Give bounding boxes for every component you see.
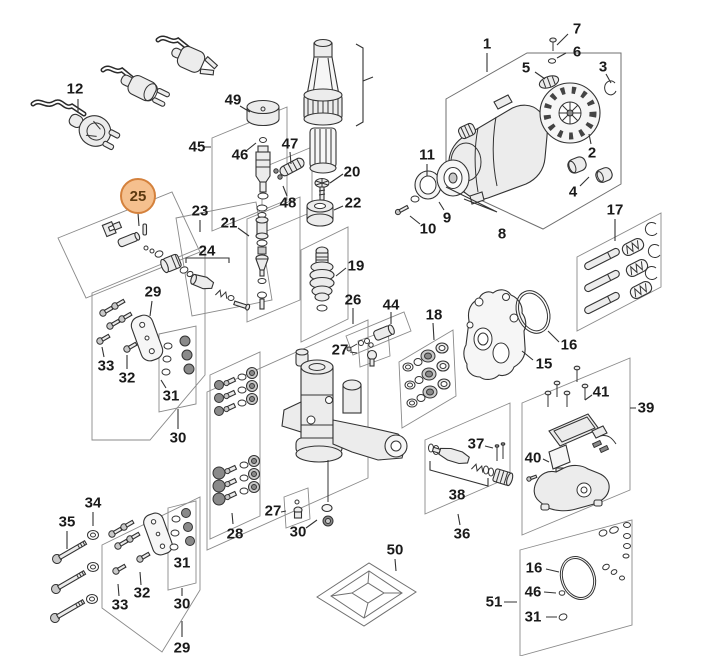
part-label-48[interactable]: 48 [279, 194, 297, 212]
plug-30-bottom [321, 503, 334, 527]
part-label-46b[interactable]: 46 [524, 583, 542, 601]
part-label-51[interactable]: 51 [485, 593, 503, 611]
part-label-30b[interactable]: 30 [173, 595, 191, 613]
part-label-27a[interactable]: 27 [331, 341, 349, 359]
part-label-31a[interactable]: 31 [162, 387, 180, 405]
part-label-3[interactable]: 3 [598, 58, 608, 76]
part-label-15[interactable]: 15 [535, 355, 553, 373]
part-label-18[interactable]: 18 [425, 306, 443, 324]
clip-3 [604, 80, 617, 96]
part-label-37[interactable]: 37 [467, 435, 485, 453]
part-label-4[interactable]: 4 [568, 183, 578, 201]
part-label-32a[interactable]: 32 [118, 369, 136, 387]
part-label-41[interactable]: 41 [592, 383, 610, 401]
part-label-30a[interactable]: 30 [169, 429, 187, 447]
membrane-50 [316, 562, 417, 627]
part-label-25-selected[interactable]: 25 [120, 178, 156, 214]
screw-20 [314, 177, 330, 201]
part-label-7[interactable]: 7 [572, 20, 582, 38]
o-ring-16 [515, 290, 551, 334]
part-label-19[interactable]: 19 [347, 257, 365, 275]
part-label-17[interactable]: 17 [606, 201, 624, 219]
part-label-21[interactable]: 21 [220, 214, 238, 232]
part-label-32b[interactable]: 32 [133, 584, 151, 602]
part-label-45[interactable]: 45 [188, 138, 206, 156]
part-label-46a[interactable]: 46 [231, 146, 249, 164]
part-label-24[interactable]: 24 [198, 242, 216, 260]
part-label-20[interactable]: 20 [343, 163, 361, 181]
piston-kit-36 [428, 442, 514, 487]
kit-44 [346, 324, 395, 352]
plug-flat-pin-icon [171, 45, 219, 76]
plate-kit-29-upper [96, 298, 195, 376]
part-label-29b[interactable]: 29 [173, 639, 191, 656]
part-label-8[interactable]: 8 [497, 225, 507, 243]
washer-6 [547, 58, 557, 64]
part-label-16b[interactable]: 16 [525, 559, 543, 577]
part-label-29a[interactable]: 29 [144, 283, 162, 301]
part-label-34[interactable]: 34 [84, 494, 102, 512]
part-label-36[interactable]: 36 [453, 525, 471, 543]
part-label-49[interactable]: 49 [224, 91, 242, 109]
valve-45-group [246, 99, 280, 200]
part-label-26[interactable]: 26 [344, 291, 362, 309]
bearing-group [394, 159, 470, 216]
part-label-10[interactable]: 10 [419, 220, 437, 238]
cap-22 [306, 199, 334, 227]
pump-head [463, 289, 551, 380]
part-label-5[interactable]: 5 [521, 59, 531, 77]
o-ring-kit-51 [558, 522, 631, 621]
part-label-30c[interactable]: 30 [289, 523, 307, 541]
knurled-plug [457, 122, 477, 140]
seal-kit-18 [402, 342, 451, 408]
leader-lines [66, 33, 636, 637]
motor-assembly [447, 37, 617, 205]
plug-two-pin-icon [120, 74, 170, 107]
valve-27-center [366, 342, 378, 367]
part-label-31c[interactable]: 31 [524, 608, 542, 626]
part-label-28[interactable]: 28 [226, 525, 244, 543]
part-label-16a[interactable]: 16 [560, 336, 578, 354]
part-label-33a[interactable]: 33 [97, 357, 115, 375]
pump-body [281, 348, 408, 502]
part-label-39[interactable]: 39 [637, 399, 655, 417]
part-label-44[interactable]: 44 [382, 296, 400, 314]
part-label-31b[interactable]: 31 [173, 554, 191, 572]
part-label-47[interactable]: 47 [281, 135, 299, 153]
part-label-22[interactable]: 22 [344, 194, 362, 212]
part-label-12[interactable]: 12 [66, 80, 84, 98]
nozzle-cone-group [303, 38, 343, 174]
bellows-19 [309, 246, 335, 312]
bumper-4a [567, 156, 587, 174]
part-label-50[interactable]: 50 [386, 541, 404, 559]
plug-eu-icon [68, 113, 121, 151]
valve-stack-21 [255, 204, 269, 310]
fan-icon [539, 82, 601, 144]
part-label-6[interactable]: 6 [572, 43, 582, 61]
kit-28 [212, 367, 260, 506]
part-label-11[interactable]: 11 [419, 146, 435, 164]
part-label-40[interactable]: 40 [524, 449, 542, 467]
part-label-1[interactable]: 1 [482, 35, 492, 53]
control-unit-39 [526, 365, 617, 512]
part-label-23[interactable]: 23 [191, 202, 209, 220]
part-label-33b[interactable]: 33 [111, 596, 129, 614]
screw-10 [394, 204, 410, 216]
power-cord-set [30, 35, 219, 151]
grip-47-group [273, 157, 305, 180]
plate-kit-29-lower [50, 508, 195, 623]
piston-kit-23 [179, 266, 251, 311]
part-label-38[interactable]: 38 [448, 486, 466, 504]
part-label-35[interactable]: 35 [58, 513, 76, 531]
screw-7 [549, 37, 557, 51]
nozzle-kit-25 [101, 220, 182, 274]
valve-27-bottom [293, 499, 303, 519]
part-label-27b[interactable]: 27 [264, 502, 282, 520]
piston-kit-17 [584, 222, 661, 315]
part-label-9[interactable]: 9 [442, 209, 452, 227]
part-label-2[interactable]: 2 [587, 144, 597, 162]
bumper-4b [595, 167, 613, 183]
